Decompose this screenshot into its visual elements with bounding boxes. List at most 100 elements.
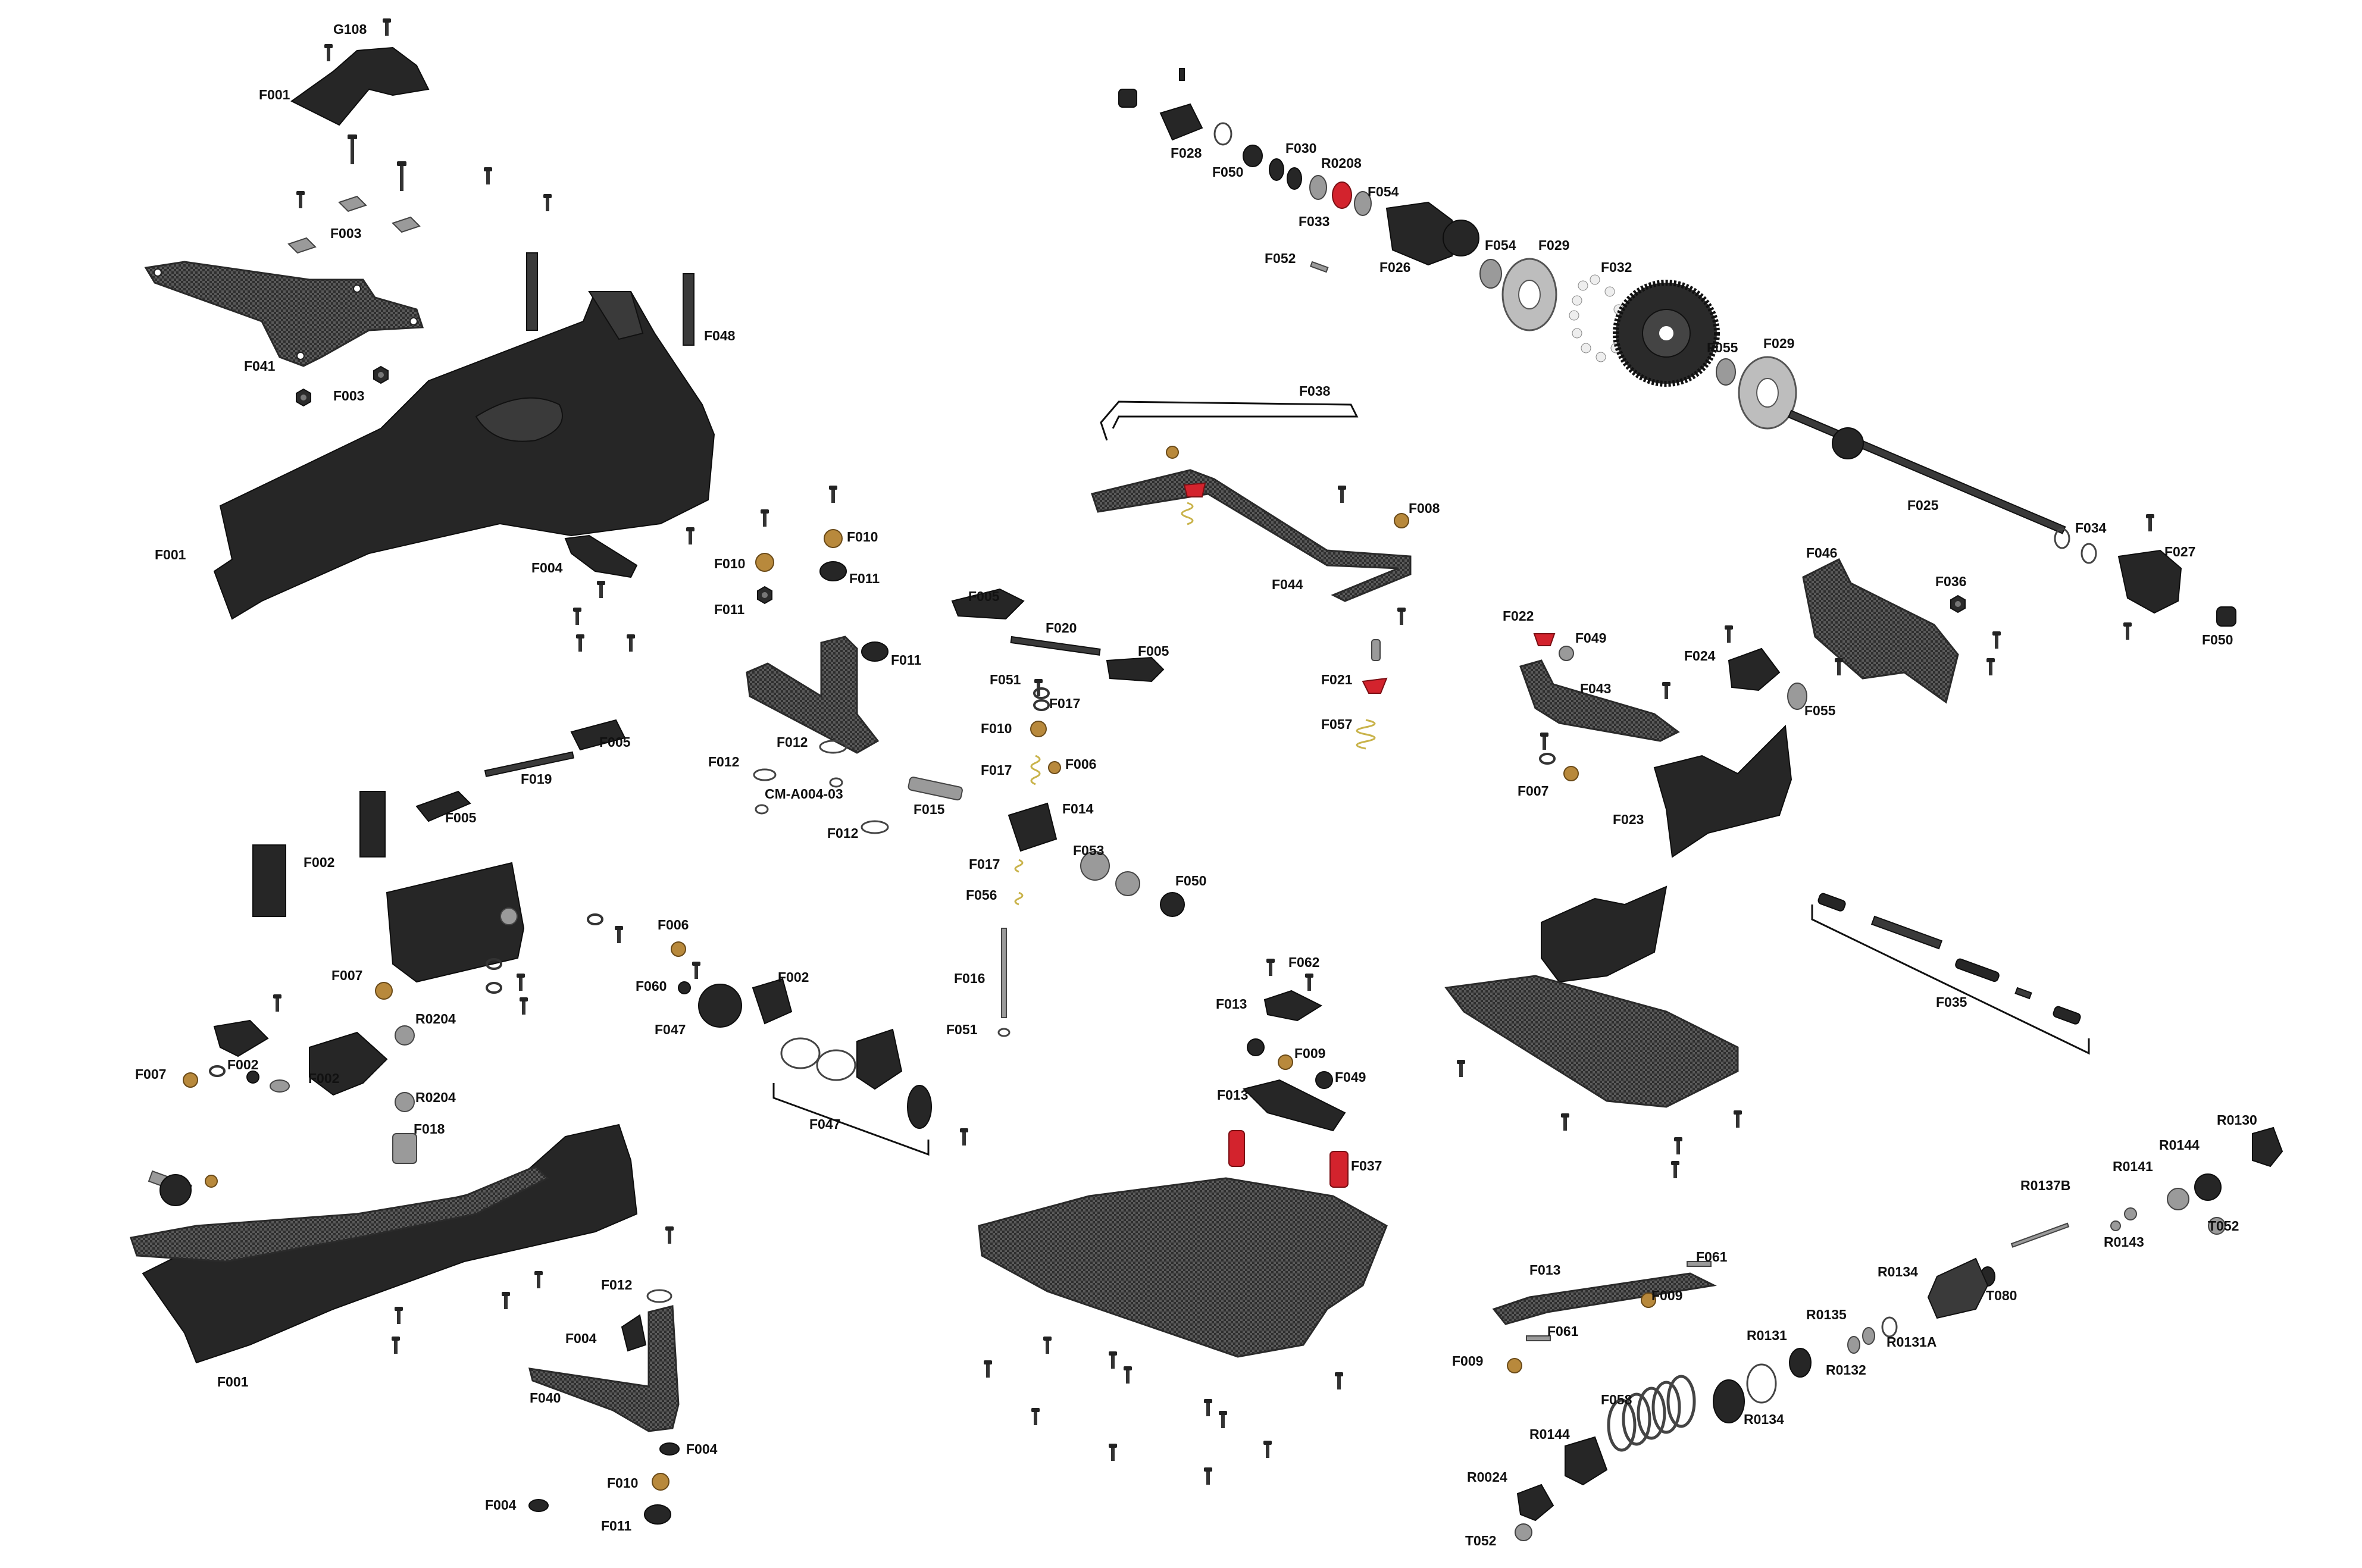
label: F011 bbox=[601, 1518, 631, 1533]
ball-stud-f010 bbox=[1030, 721, 1047, 737]
label: R0204 bbox=[415, 1090, 456, 1105]
ball-stud-f008 bbox=[1394, 513, 1409, 528]
washer bbox=[587, 913, 603, 925]
ball-stud-f010 bbox=[652, 1473, 670, 1491]
washer-f012 bbox=[819, 740, 847, 754]
bearing-ring-f047 bbox=[816, 1049, 856, 1081]
label: G108 bbox=[333, 21, 367, 37]
top-plate-f046 bbox=[1802, 558, 1959, 704]
label: R0144 bbox=[2159, 1137, 2200, 1153]
label: F012 bbox=[601, 1277, 632, 1292]
steering-plate bbox=[746, 636, 880, 754]
label: F008 bbox=[1409, 500, 1440, 516]
screw bbox=[534, 1271, 543, 1288]
nut-f050 bbox=[1160, 892, 1185, 917]
shock-group bbox=[1492, 1126, 2283, 1541]
label: F035 bbox=[1936, 994, 1967, 1010]
clamp-block bbox=[338, 195, 367, 212]
spring-f057 bbox=[1356, 719, 1376, 750]
nut-f004 bbox=[659, 1442, 680, 1456]
label: F041 bbox=[244, 358, 276, 374]
ball-t052 bbox=[2208, 1217, 2226, 1235]
screw bbox=[1031, 1408, 1040, 1425]
screw bbox=[1043, 1337, 1052, 1354]
servo-mount-f002 bbox=[252, 844, 286, 917]
label: F016 bbox=[954, 971, 985, 986]
label: F029 bbox=[1763, 336, 1794, 351]
label: F050 bbox=[2202, 632, 2233, 647]
label: F038 bbox=[1299, 383, 1331, 399]
label: F019 bbox=[521, 771, 552, 787]
label: F061 bbox=[1547, 1323, 1579, 1339]
shock-body-r0134 bbox=[1927, 1257, 1989, 1319]
axle-f015 bbox=[908, 777, 963, 801]
long-screw bbox=[348, 134, 357, 164]
label: F060 bbox=[636, 978, 667, 994]
label: F009 bbox=[1651, 1288, 1682, 1303]
nut bbox=[296, 389, 311, 406]
screw-f061 bbox=[1687, 1261, 1712, 1267]
screw bbox=[1561, 1113, 1569, 1131]
anti-roll-bar-f038 bbox=[1100, 400, 1359, 441]
clamp-block bbox=[287, 237, 317, 254]
upper-chassis-group bbox=[144, 18, 715, 652]
label: T052 bbox=[2208, 1218, 2239, 1234]
nut-f011 bbox=[819, 561, 847, 581]
screw bbox=[1109, 1351, 1117, 1369]
clamp-f024 bbox=[1728, 647, 1781, 691]
cap-r0144 bbox=[2194, 1173, 2222, 1201]
group-bracket-f035 bbox=[1811, 905, 2090, 1055]
bulkhead-lower bbox=[1541, 885, 1668, 983]
nut bbox=[373, 366, 389, 384]
label: F037 bbox=[1351, 1158, 1382, 1173]
spacer-r0134 bbox=[1746, 1363, 1777, 1404]
label: F047 bbox=[809, 1116, 840, 1132]
screw bbox=[1266, 959, 1275, 976]
screw bbox=[960, 1128, 968, 1146]
red-post bbox=[1228, 1130, 1245, 1167]
label: R0131A bbox=[1887, 1334, 1936, 1350]
upper-deck-f041 bbox=[144, 261, 424, 367]
ball-f009 bbox=[1278, 1054, 1293, 1070]
servo-saver-f002 bbox=[213, 1019, 269, 1057]
label: F028 bbox=[1171, 145, 1202, 161]
label: F015 bbox=[913, 802, 945, 817]
label: F062 bbox=[1288, 954, 1319, 970]
bearing-r0204 bbox=[395, 1092, 415, 1112]
label: F027 bbox=[2164, 544, 2195, 559]
label: F017 bbox=[969, 856, 1000, 872]
anti-roll-group bbox=[1091, 400, 1412, 750]
label: F022 bbox=[1503, 608, 1534, 624]
label: F043 bbox=[1580, 681, 1611, 696]
screw bbox=[2146, 514, 2154, 531]
label: F001 bbox=[259, 87, 290, 102]
label: F002 bbox=[308, 1071, 339, 1086]
screw bbox=[296, 191, 305, 208]
differential-group bbox=[1118, 68, 2236, 640]
label: F004 bbox=[531, 560, 563, 575]
label: F003 bbox=[330, 226, 361, 241]
pin-f052 bbox=[1309, 261, 1329, 273]
label: F014 bbox=[1062, 801, 1094, 816]
group-bracket-f047 bbox=[772, 1083, 930, 1156]
clip-f051 bbox=[997, 1028, 1011, 1037]
bearing bbox=[1309, 175, 1327, 200]
label: F017 bbox=[981, 762, 1012, 778]
front-knuckle-group bbox=[772, 679, 1185, 1156]
screw-f061 bbox=[1526, 1335, 1551, 1341]
nut bbox=[1950, 595, 1966, 613]
lower-deck-plate bbox=[978, 1177, 1388, 1358]
label: F010 bbox=[847, 529, 878, 544]
screw bbox=[1397, 608, 1406, 625]
bearing-f053 bbox=[1080, 851, 1110, 881]
part-r0132 bbox=[1847, 1336, 1860, 1354]
label: F033 bbox=[1299, 214, 1329, 229]
ball-f009 bbox=[1507, 1358, 1522, 1373]
label: F055 bbox=[1707, 340, 1738, 355]
ball-stud-f006 bbox=[671, 941, 686, 957]
screw bbox=[543, 194, 552, 211]
label: F054 bbox=[1485, 237, 1516, 253]
screw bbox=[520, 997, 528, 1015]
mount-f013 bbox=[1243, 1079, 1346, 1132]
label: R0135 bbox=[1806, 1307, 1847, 1322]
